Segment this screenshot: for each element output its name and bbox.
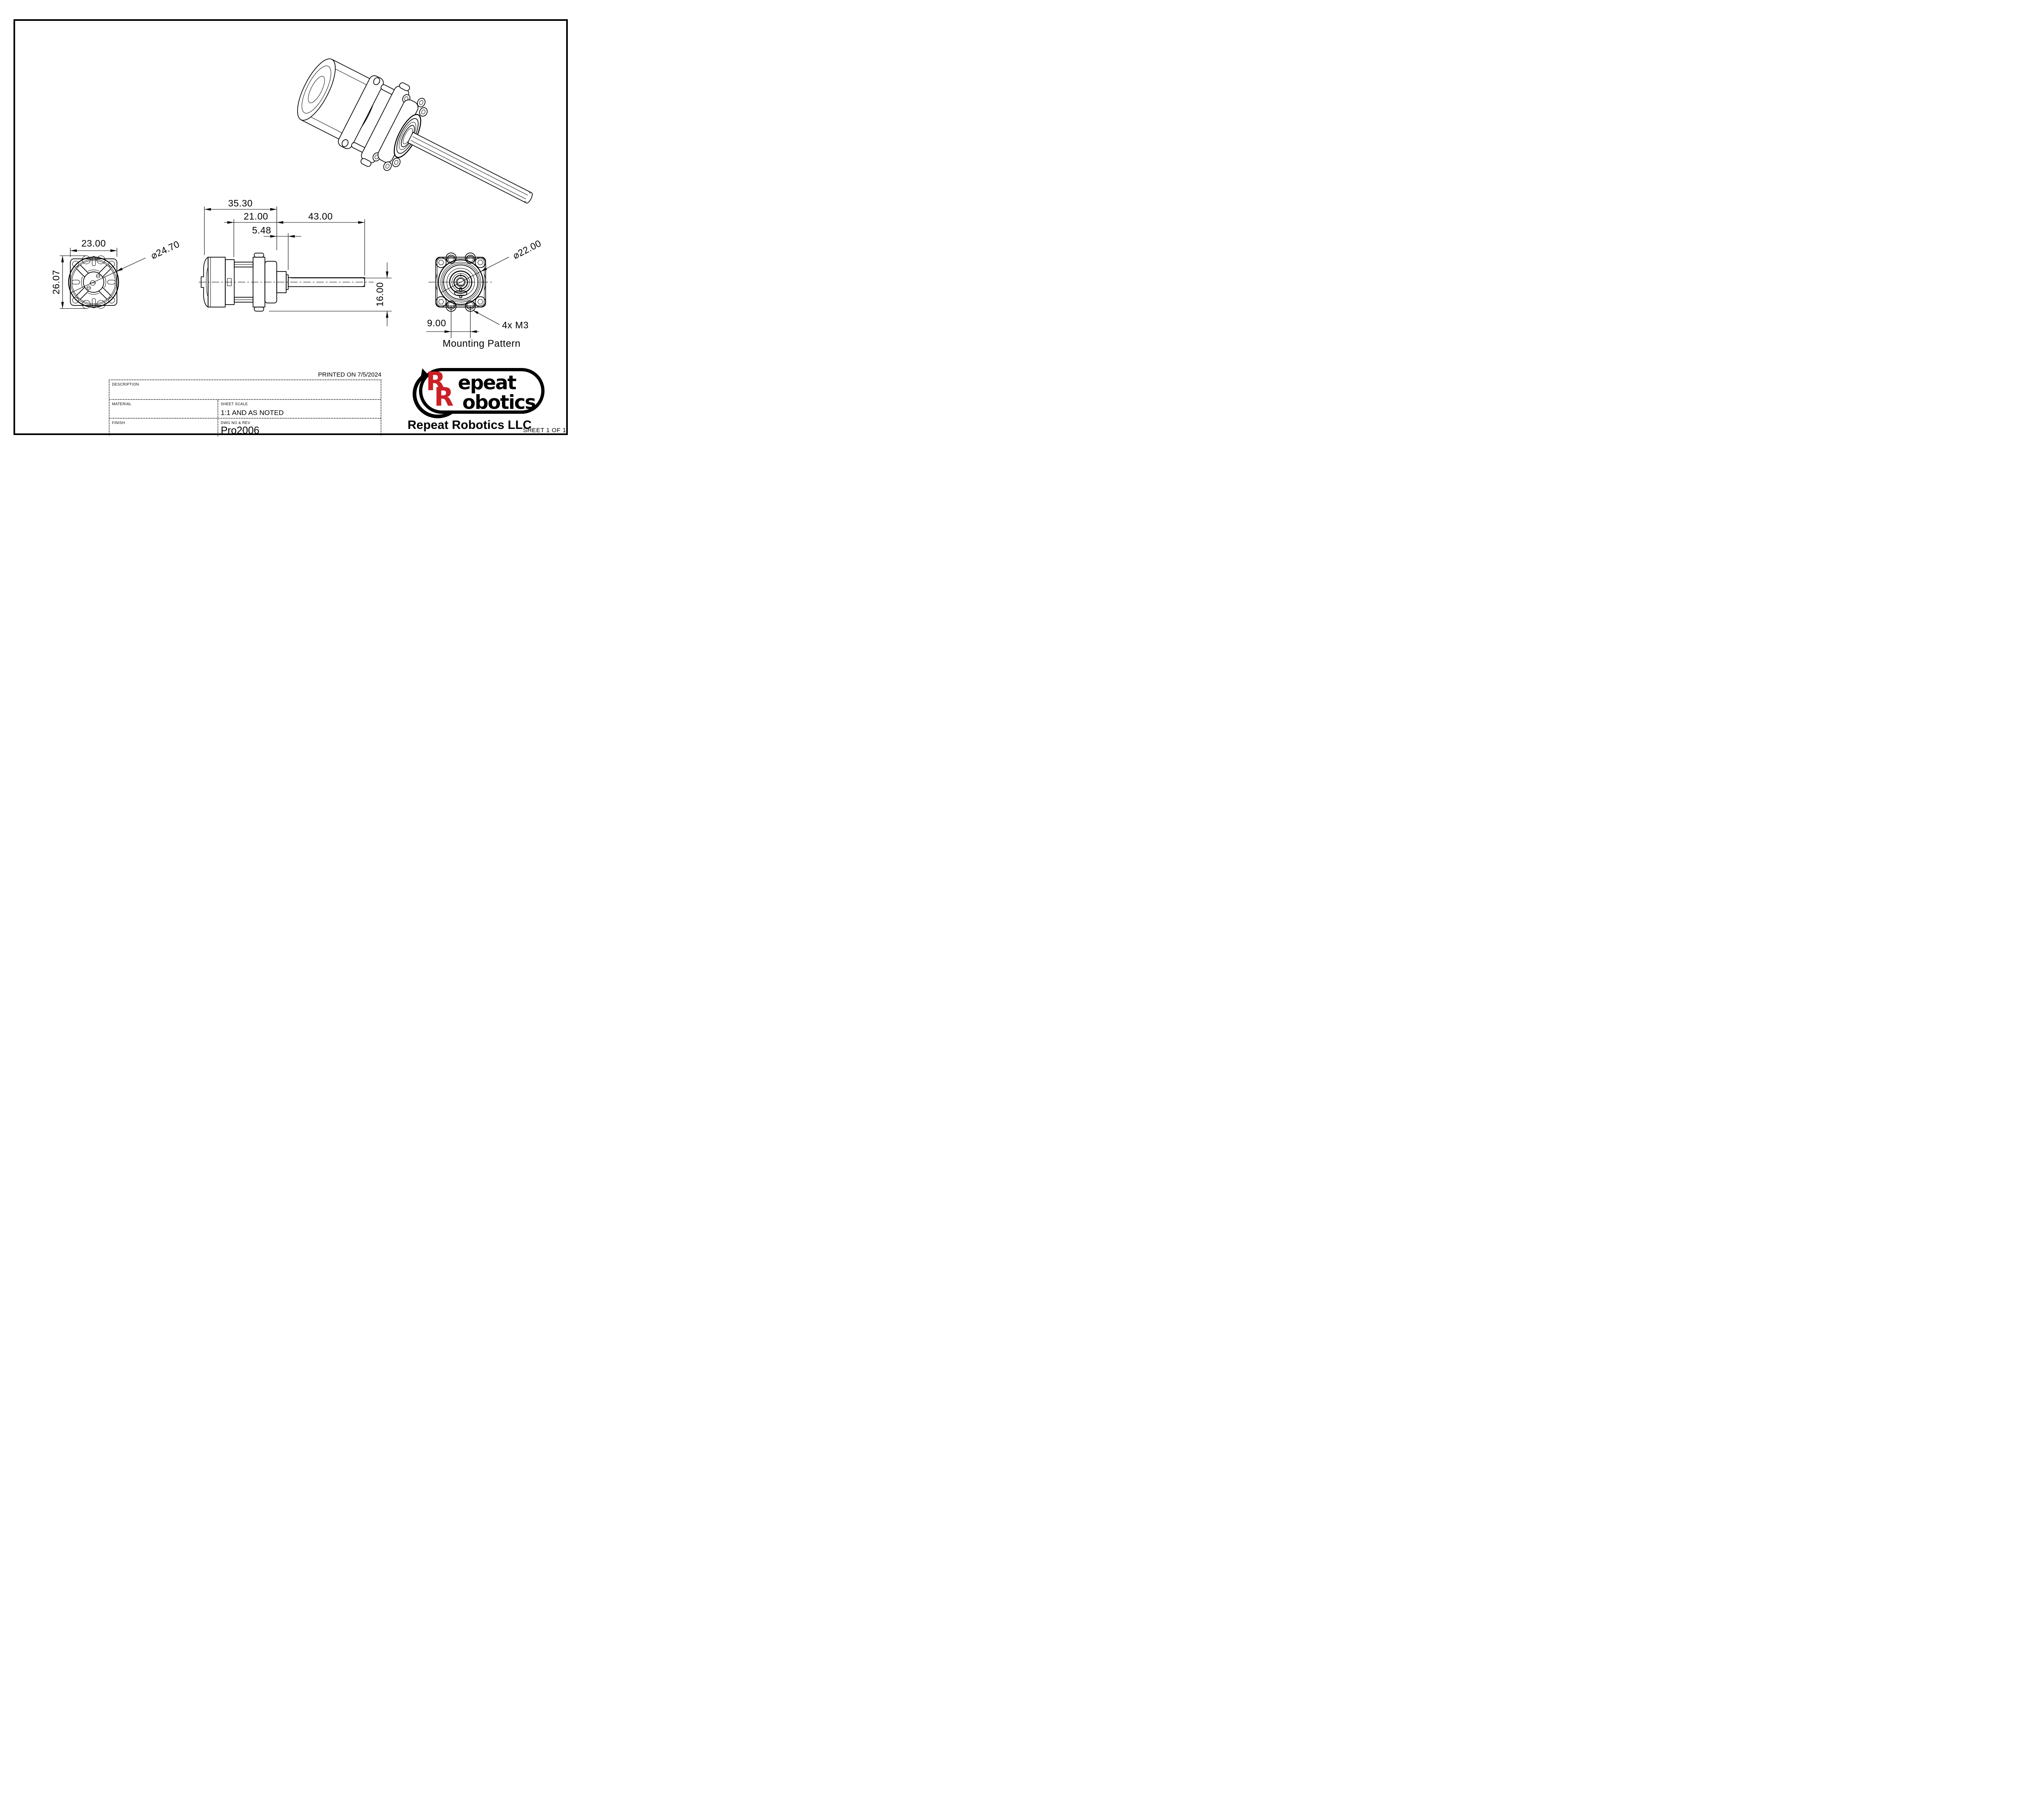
dim-text-side-shaft: 43.00 (308, 211, 333, 222)
dim-side-total-length: 35.30 (204, 198, 277, 211)
dim-text-front-diameter: ⌀22.00 (511, 238, 543, 261)
title-block-divider (217, 400, 218, 436)
dwg-no-rev-label: DWG NO & REV (221, 421, 251, 425)
sheet-scale-label: SHEET SCALE (221, 402, 248, 406)
dim-text-side-total: 35.30 (228, 198, 253, 209)
sheet-border (13, 19, 568, 435)
material-label: MATERIAL (112, 402, 132, 406)
dim-text-rear-diameter: ⌀24.70 (149, 238, 181, 261)
dim-rear-height: 26.07 (51, 255, 87, 309)
dim-side-shaft-length: 43.00 (277, 211, 365, 224)
logo-monogram-bottom: R (434, 382, 454, 412)
sheet-scale-value: 1:1 AND AS NOTED (221, 409, 284, 417)
logo-word-bottom: obotics (462, 391, 536, 414)
dim-side-boss-length: 5.48 (252, 225, 301, 238)
dwg-no-rev-value: Pro2006 (221, 425, 260, 436)
logo-word-top: epeat (458, 372, 517, 394)
dim-text-side-body: 21.00 (244, 211, 268, 222)
dim-text-side-boss: 5.48 (252, 225, 271, 236)
callout-front-thread: 4x M3 (473, 310, 529, 330)
side-view: 35.30 21.00 43.00 5.48 (199, 198, 392, 326)
dim-text-front-spacing: 9.00 (427, 318, 446, 328)
hex-screws (435, 257, 486, 307)
description-label: DESCRIPTION (112, 382, 139, 386)
printed-on-note: PRINTED ON 7/5/2024 (318, 371, 381, 378)
dim-text-side-height: 16.00 (374, 282, 385, 307)
drawing-sheet: 23.00 26.07 ⌀24.70 (0, 0, 581, 449)
company-name: Repeat Robotics LLC (408, 418, 532, 432)
finish-label: FINISH (112, 421, 125, 425)
logo-monogram-top: R (426, 366, 446, 396)
sheet-count-note: SHEET 1 OF 1 (523, 427, 566, 434)
dim-text-rear-height: 26.07 (51, 270, 61, 294)
title-block-description-row: DESCRIPTION (110, 380, 381, 400)
dim-text-rear-width: 23.00 (81, 238, 106, 249)
front-view-caption: Mounting Pattern (443, 338, 521, 349)
isometric-view (297, 58, 533, 204)
logo-box (419, 368, 545, 414)
title-block: DESCRIPTION MATERIAL FINISH SHEET SCALE … (109, 379, 381, 436)
front-view: ⌀22.00 9.00 4x M3 Mounting Pattern (426, 238, 543, 349)
dim-side-face-height: 16.00 (269, 262, 392, 326)
dim-text-front-thread: 4x M3 (502, 320, 529, 330)
drawing-canvas: 23.00 26.07 ⌀24.70 (51, 58, 543, 419)
title-block-material-row: MATERIAL (110, 400, 381, 419)
m3-holes (446, 255, 475, 310)
dim-side-body-length: 21.00 (224, 211, 277, 224)
dim-front-hole-spacing: 9.00 (426, 306, 479, 338)
rear-view: 23.00 26.07 ⌀24.70 (51, 238, 181, 309)
dim-rear-width: 23.00 (70, 238, 117, 257)
